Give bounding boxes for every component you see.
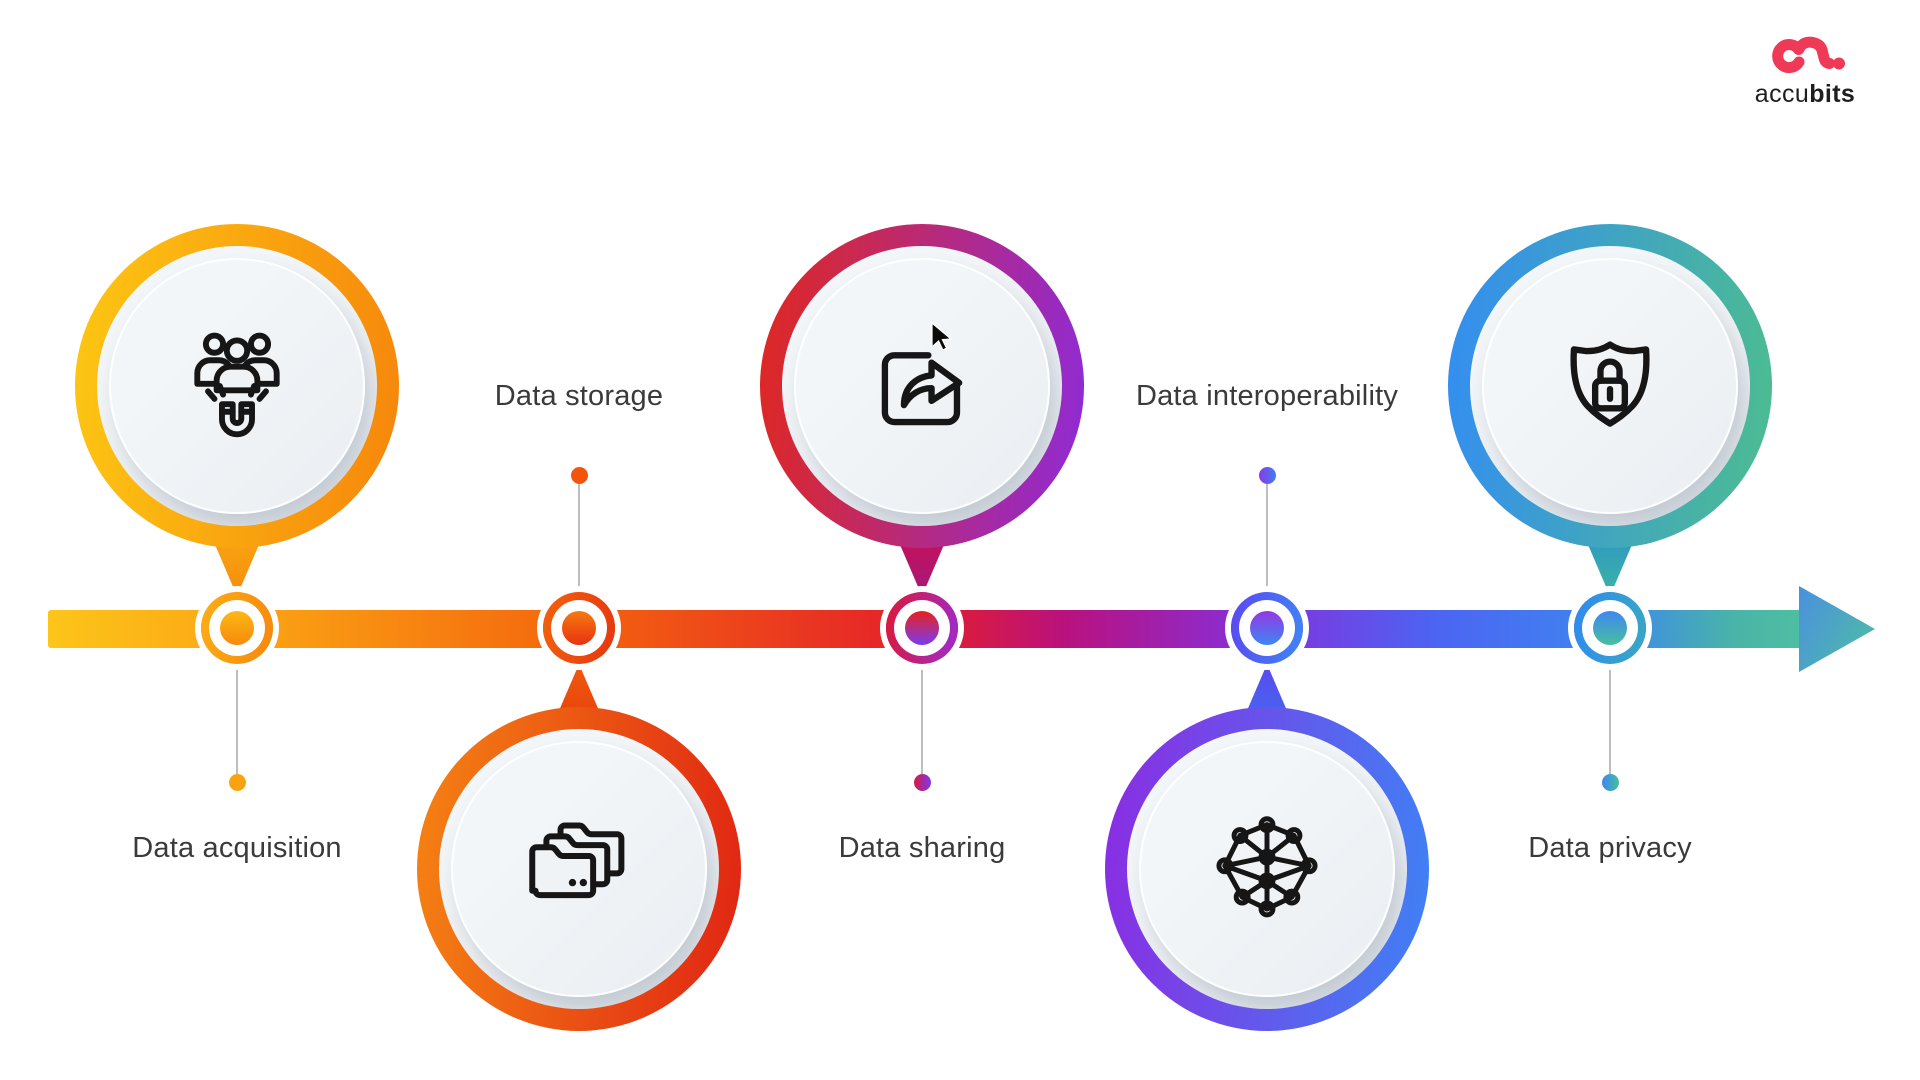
circle-inner (1127, 729, 1407, 1009)
data-storage-circle (417, 707, 741, 1031)
connector-end-dot (1601, 774, 1619, 791)
circle-inner (97, 246, 377, 526)
label-connector-line (1266, 484, 1268, 587)
node-dot (1250, 611, 1284, 645)
connector-end-dot (570, 467, 588, 484)
stage-label: Data interoperability (1135, 380, 1399, 412)
circle-pointer-tail (1586, 540, 1634, 596)
circle-inner-disc (794, 258, 1050, 514)
accubits-logo-mark-icon (1772, 36, 1845, 74)
brand-name: accubits (1745, 80, 1865, 109)
circle-inner (782, 246, 1062, 526)
circle-inner-disc (1482, 258, 1738, 514)
brand-name-regular: accu (1754, 80, 1810, 108)
timeline-node (1231, 592, 1303, 664)
stage-label: Data privacy (1528, 832, 1692, 864)
folders-icon (529, 822, 625, 899)
node-dot (562, 611, 596, 645)
stage-label: Data acquisition (132, 832, 342, 864)
timeline-node (543, 592, 615, 664)
stage-label: Data storage (494, 380, 664, 412)
timeline-node (1574, 592, 1646, 664)
label-connector-line (236, 670, 238, 774)
node-dot (905, 611, 939, 645)
data-interoperability-circle (1105, 707, 1429, 1031)
node-dot (1593, 611, 1627, 645)
mouse-cursor-icon (931, 322, 953, 351)
label-connector-line (1609, 670, 1611, 774)
circle-inner (1470, 246, 1750, 526)
circle-inner-disc (109, 258, 365, 514)
circle-inner-disc (451, 741, 707, 997)
stage-label: Data sharing (838, 832, 1006, 864)
connector-end-dot (913, 774, 931, 791)
brand-name-bold: bits (1809, 80, 1856, 108)
timeline-node (201, 592, 273, 664)
network-icon (1216, 816, 1318, 918)
users-magnet-icon (194, 332, 280, 438)
node-dot (220, 611, 254, 645)
shield-lock-icon (1570, 341, 1650, 427)
timeline-node (886, 592, 958, 664)
data-acquisition-circle (75, 224, 399, 548)
circle-inner-disc (1139, 741, 1395, 997)
data-sharing-circle (760, 224, 1084, 548)
share-icon (881, 352, 963, 426)
label-connector-line (921, 670, 923, 774)
accubits-logo: accubits (1745, 30, 1865, 109)
label-connector-line (578, 484, 580, 587)
connector-end-dot (228, 774, 246, 791)
data-privacy-circle (1448, 224, 1772, 548)
connector-end-dot (1258, 467, 1276, 484)
circle-inner (439, 729, 719, 1009)
